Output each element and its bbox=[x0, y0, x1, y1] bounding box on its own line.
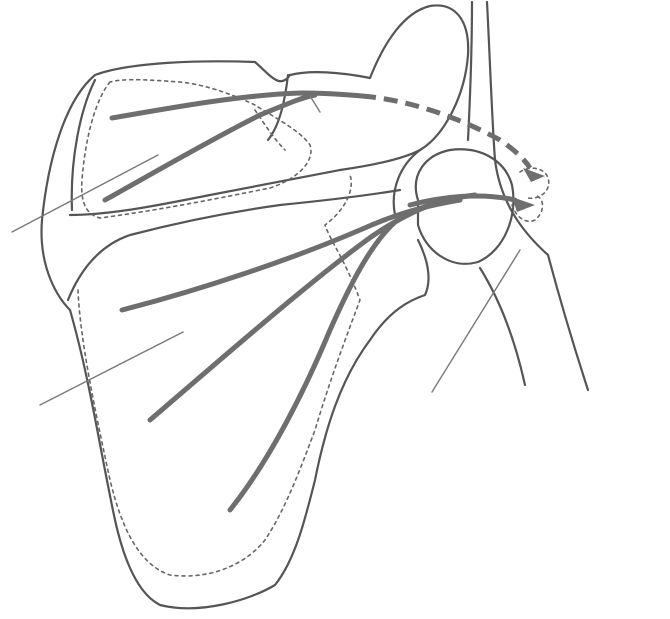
leader-line-spine bbox=[310, 96, 320, 112]
infraspinatus-arrowhead bbox=[512, 197, 535, 212]
supraspinatus-fiber-1-dashed bbox=[362, 96, 530, 168]
leader-line-supraspinatus bbox=[12, 155, 158, 232]
infraspinatus-fiber-3 bbox=[230, 195, 475, 510]
leader-line-infraspinatus bbox=[40, 332, 183, 405]
infraspinatus-fiber-4 bbox=[410, 196, 515, 205]
coracoid-notch bbox=[255, 62, 290, 140]
supraspinatus-fiber-2 bbox=[105, 95, 315, 200]
supraspinatus-fiber-1 bbox=[112, 93, 362, 118]
humerus-lower-edge bbox=[480, 268, 525, 385]
humerus-shaft-medial bbox=[468, 2, 472, 140]
scapula-outline bbox=[42, 61, 429, 608]
scapular-spine-upper bbox=[70, 150, 420, 215]
infraspinatus-boundary bbox=[78, 175, 360, 576]
acromion-outline bbox=[290, 5, 468, 215]
